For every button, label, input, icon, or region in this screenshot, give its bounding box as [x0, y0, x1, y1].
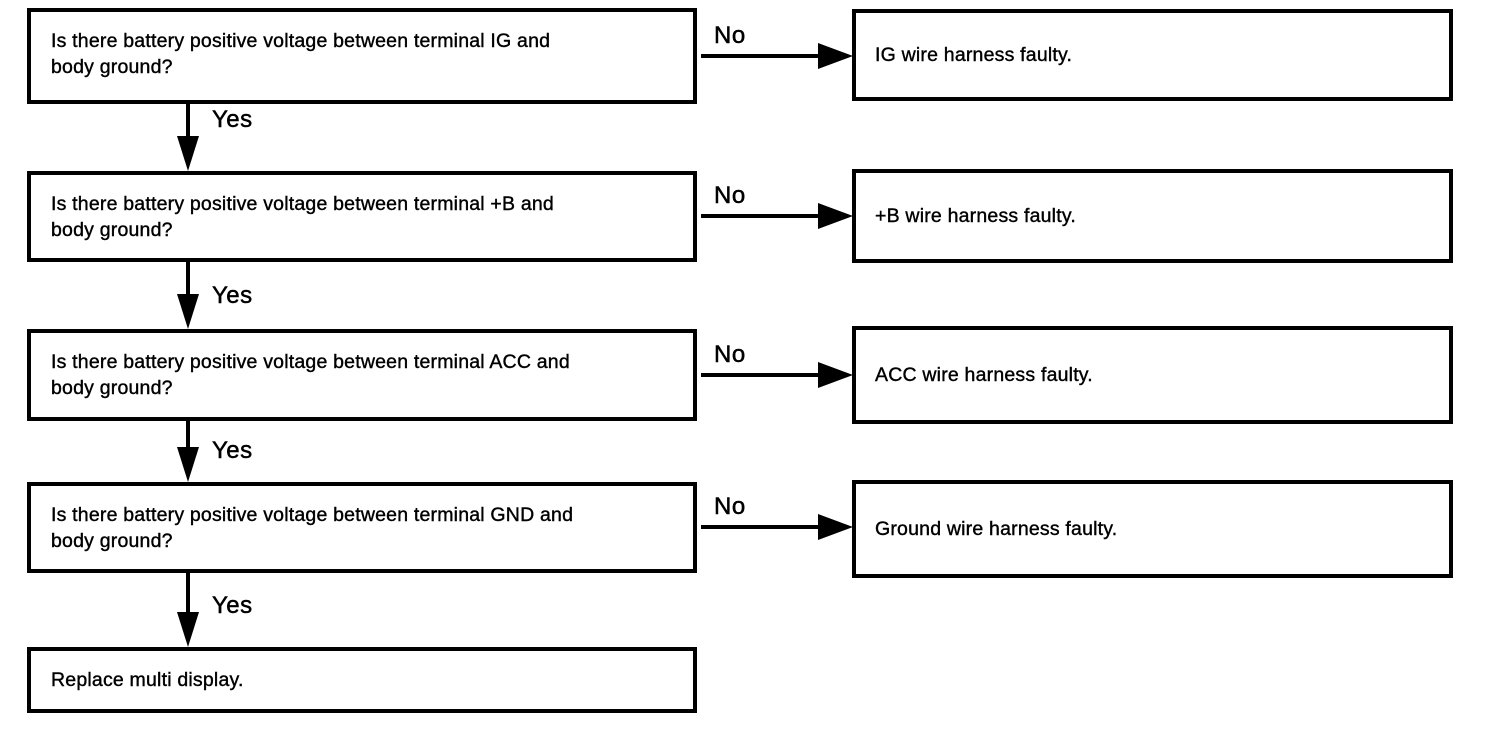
- no-connector-line: [701, 54, 821, 58]
- no-label: No: [714, 341, 746, 369]
- arrowhead-right-icon: [818, 514, 853, 540]
- question-text-acc: Is there battery positive voltage betwee…: [51, 351, 570, 399]
- arrowhead-down-icon: [177, 447, 199, 482]
- arrowhead-right-icon: [818, 43, 853, 69]
- question-text-plus-b: Is there battery positive voltage betwee…: [51, 193, 554, 241]
- final-action-box: Replace multi display.: [27, 647, 697, 713]
- no-connector-line: [701, 214, 821, 218]
- result-text-acc: ACC wire harness faulty.: [875, 364, 1093, 386]
- question-box-ig: Is there battery positive voltage betwee…: [27, 8, 697, 104]
- result-box-gnd: Ground wire harness faulty.: [852, 480, 1453, 578]
- question-box-gnd: Is there battery positive voltage betwee…: [27, 482, 697, 573]
- question-box-plus-b: Is there battery positive voltage betwee…: [27, 171, 697, 262]
- question-text-ig: Is there battery positive voltage betwee…: [51, 30, 551, 78]
- question-text-gnd: Is there battery positive voltage betwee…: [51, 504, 574, 552]
- yes-label: Yes: [212, 282, 253, 310]
- no-connector-line: [701, 525, 821, 529]
- question-box-acc: Is there battery positive voltage betwee…: [27, 329, 697, 421]
- yes-label: Yes: [212, 437, 253, 465]
- final-action-text: Replace multi display.: [51, 669, 244, 691]
- yes-label: Yes: [212, 592, 253, 620]
- no-label: No: [714, 22, 746, 50]
- yes-connector-line: [186, 573, 190, 617]
- yes-connector-line: [186, 262, 190, 299]
- arrowhead-down-icon: [177, 612, 199, 647]
- no-connector-line: [701, 373, 821, 377]
- result-box-plus-b: +B wire harness faulty.: [852, 169, 1453, 263]
- result-text-ig: IG wire harness faulty.: [875, 44, 1073, 66]
- no-label: No: [714, 493, 746, 521]
- arrowhead-right-icon: [818, 203, 853, 229]
- yes-connector-line: [186, 421, 190, 452]
- no-label: No: [714, 182, 746, 210]
- result-text-gnd: Ground wire harness faulty.: [875, 518, 1118, 540]
- arrowhead-down-icon: [177, 294, 199, 329]
- arrowhead-right-icon: [818, 362, 853, 388]
- yes-connector-line: [186, 104, 190, 141]
- result-box-ig: IG wire harness faulty.: [852, 9, 1453, 101]
- arrowhead-down-icon: [177, 136, 199, 171]
- result-text-plus-b: +B wire harness faulty.: [875, 205, 1076, 227]
- yes-label: Yes: [212, 106, 253, 134]
- result-box-acc: ACC wire harness faulty.: [852, 326, 1453, 424]
